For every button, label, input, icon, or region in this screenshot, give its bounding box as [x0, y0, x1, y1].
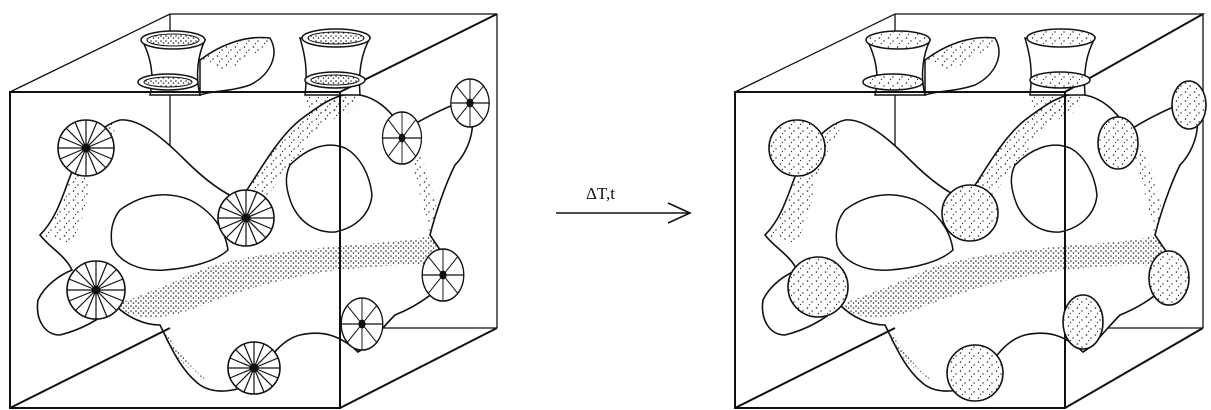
tube-opening-icon	[144, 77, 192, 87]
pore-end-radial-icon	[218, 190, 274, 246]
pore-end-radial-icon	[67, 261, 125, 319]
left-structure	[10, 14, 497, 408]
tube-opening-icon	[868, 32, 928, 48]
right-structure	[735, 14, 1206, 408]
pore-end-radial-icon	[58, 120, 114, 176]
pore-end-disk-icon	[788, 257, 848, 317]
pore-end-disk-icon	[1149, 251, 1189, 305]
tube-opening-icon	[1032, 73, 1088, 87]
pore-end-disk-icon	[1172, 81, 1206, 129]
pore-end-radial-icon	[422, 249, 464, 301]
pore-end-radial-icon	[341, 298, 383, 350]
tube-opening-icon	[1029, 30, 1093, 46]
pore-end-disk-icon	[942, 185, 998, 241]
pore-end-disk-icon	[1098, 117, 1138, 169]
pore-end-disk-icon	[1063, 295, 1103, 349]
tube-opening-icon	[311, 75, 359, 85]
pore-end-radial-icon	[383, 112, 422, 164]
tube-opening-icon	[147, 34, 199, 46]
pore-end-radial-icon	[451, 79, 489, 127]
tube-opening-icon	[308, 32, 364, 44]
pore-end-radial-icon	[228, 342, 280, 394]
arrow-label: ΔT,t	[586, 184, 615, 203]
transition-arrow: ΔT,t	[556, 184, 690, 223]
pore-end-disk-icon	[947, 345, 1003, 401]
pore-end-disk-icon	[769, 120, 825, 176]
tube-opening-icon	[865, 75, 921, 89]
